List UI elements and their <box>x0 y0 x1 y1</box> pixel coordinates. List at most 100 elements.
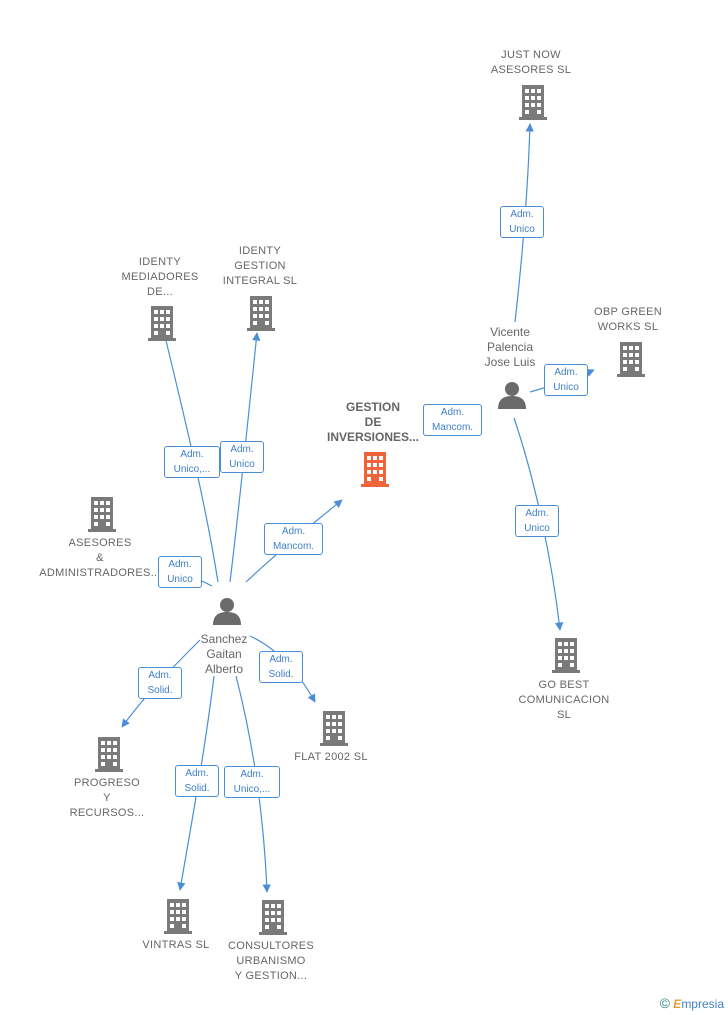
label-line: COMUNICACION <box>518 694 610 706</box>
role-badge[interactable]: Adm. Solid. <box>138 667 182 699</box>
node-go-best-label[interactable]: GO BEST COMUNICACION SL <box>504 678 624 723</box>
role-line: Adm. <box>525 508 549 519</box>
role-line: Unico <box>509 224 535 235</box>
label-line: ADMINISTRADORES... <box>39 567 161 579</box>
role-line: Adm. <box>269 654 293 665</box>
building-focus-icon <box>361 452 389 487</box>
role-line: Adm. <box>510 209 534 220</box>
label-line: URBANISMO <box>236 955 306 967</box>
label-line: WORKS SL <box>597 321 659 333</box>
role-line: Unico <box>229 459 255 470</box>
label-line: ASESORES SL <box>490 64 572 76</box>
label-line: Sanchez <box>200 632 248 646</box>
label-line: GESTION <box>345 400 400 414</box>
node-vintras-label[interactable]: VINTRAS SL <box>126 938 226 953</box>
role-badge[interactable]: Adm. Solid. <box>175 765 219 797</box>
role-line: Unico,... <box>173 464 211 475</box>
building-icon <box>519 85 547 120</box>
label-line: VINTRAS SL <box>142 939 210 951</box>
role-line: Adm. <box>185 768 209 779</box>
role-line: Solid. <box>147 685 173 696</box>
role-badge[interactable]: Adm. Unico,... <box>224 766 280 798</box>
brand-name: mpresia <box>681 997 724 1011</box>
label-line: Y GESTION... <box>234 970 308 982</box>
role-badge[interactable]: Adm. Unico,... <box>164 446 220 478</box>
building-icon <box>552 638 580 673</box>
node-gestion-label[interactable]: GESTION DE INVERSIONES... <box>313 400 433 445</box>
building-icon <box>95 737 123 772</box>
node-flat-label[interactable]: FLAT 2002 SL <box>281 750 381 765</box>
building-icon <box>617 342 645 377</box>
role-line: Solid. <box>184 783 210 794</box>
label-line: INTEGRAL SL <box>222 275 298 287</box>
role-line: Adm. <box>180 449 204 460</box>
node-vicente-label[interactable]: Vicente Palencia Jose Luis <box>470 325 550 370</box>
label-line: JUST NOW <box>501 49 561 61</box>
role-line: Solid. <box>268 669 294 680</box>
label-line: CONSULTORES <box>227 940 315 952</box>
node-sanchez-label[interactable]: Sanchez Gaitan Alberto <box>184 632 264 677</box>
label-line: ASESORES <box>68 537 132 549</box>
label-line: MEDIADORES <box>121 271 199 283</box>
role-badge[interactable]: Adm. Unico <box>515 505 559 537</box>
label-line: RECURSOS... <box>69 807 145 819</box>
node-identy-gestion-label[interactable]: IDENTY GESTION INTEGRAL SL <box>210 244 310 289</box>
label-line: GO BEST <box>538 679 590 691</box>
building-icon <box>148 306 176 341</box>
role-line: Unico <box>167 574 193 585</box>
role-line: Adm. <box>240 769 264 780</box>
label-line: Alberto <box>204 662 244 676</box>
node-progreso-label[interactable]: PROGRESO Y RECURSOS... <box>57 776 157 821</box>
label-line: & <box>96 552 104 564</box>
label-line: Palencia <box>486 340 534 354</box>
label-line: Vicente <box>490 325 530 339</box>
role-badge[interactable]: Adm. Unico <box>544 364 588 396</box>
role-badge[interactable]: Adm. Solid. <box>259 651 303 683</box>
role-line: Adm. <box>281 526 306 537</box>
role-badge[interactable]: Adm. Mancom. <box>423 404 482 436</box>
role-line: Unico <box>524 523 550 534</box>
label-line: SL <box>556 709 572 721</box>
edge-sanchez-asesores <box>199 579 213 587</box>
role-line: Adm. <box>168 559 192 570</box>
label-line: PROGRESO <box>74 777 140 789</box>
role-line: Unico <box>553 382 579 393</box>
node-asesores-label[interactable]: ASESORES & ADMINISTRADORES... <box>30 536 170 581</box>
label-line: IDENTY <box>238 245 282 257</box>
label-line: OBP GREEN <box>594 306 662 318</box>
label-line: FLAT 2002 SL <box>294 751 368 763</box>
building-icon <box>164 899 192 934</box>
role-line: Unico,... <box>233 784 271 795</box>
label-line: Gaitan <box>206 647 242 661</box>
building-icon <box>88 497 116 532</box>
role-line: Adm. <box>554 367 578 378</box>
role-line: Mancom. <box>431 422 474 433</box>
building-icon <box>320 711 348 746</box>
label-line: DE <box>364 415 382 429</box>
copyright-icon: © <box>659 995 670 1011</box>
node-just-now-label[interactable]: JUST NOW ASESORES SL <box>471 48 591 78</box>
label-line: Jose Luis <box>484 355 536 369</box>
role-line: Mancom. <box>272 541 315 552</box>
node-identy-mediadores-label[interactable]: IDENTY MEDIADORES DE... <box>110 255 210 300</box>
role-line: Adm. <box>440 407 465 418</box>
label-line: Y <box>103 792 111 804</box>
building-icon <box>259 900 287 935</box>
node-obp-green-label[interactable]: OBP GREEN WORKS SL <box>578 305 678 335</box>
label-line: INVERSIONES... <box>326 430 420 444</box>
building-icon <box>247 296 275 331</box>
role-badge[interactable]: Adm. Unico <box>220 441 264 473</box>
empresia-logo[interactable]: © Empresia <box>660 995 724 1011</box>
role-badge[interactable]: Adm. Mancom. <box>264 523 323 555</box>
label-line: GESTION <box>234 260 286 272</box>
role-line: Adm. <box>148 670 172 681</box>
role-badge[interactable]: Adm. Unico <box>500 206 544 238</box>
label-line: IDENTY <box>138 256 182 268</box>
label-line: DE... <box>147 286 173 298</box>
brand-initial: E <box>673 997 682 1011</box>
role-badge[interactable]: Adm. Unico <box>158 556 202 588</box>
node-consultores-label[interactable]: CONSULTORES URBANISMO Y GESTION... <box>216 939 326 984</box>
person-icon <box>498 382 526 409</box>
